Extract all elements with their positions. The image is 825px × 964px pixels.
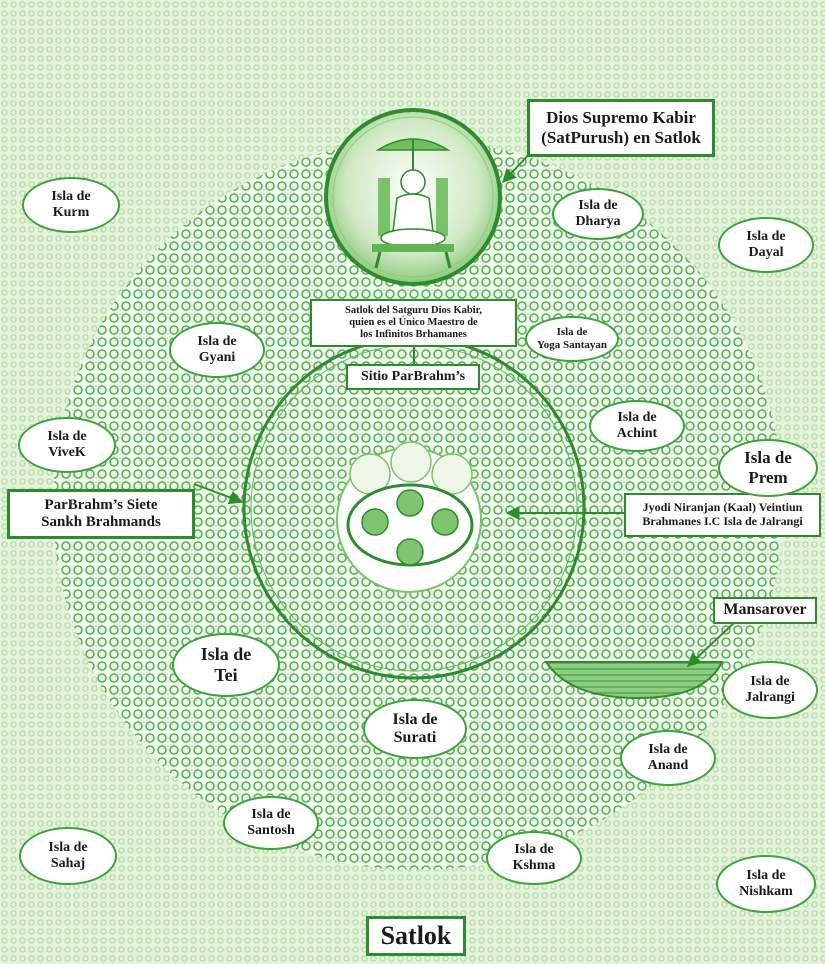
- satlok-description-label: Satlok del Satguru Dios Kabir, quien es …: [310, 299, 517, 347]
- island-kshma: Isla de Kshma: [486, 831, 582, 885]
- island-sahaj-line2: Sahaj: [50, 856, 86, 871]
- island-dharya-line2: Dharya: [575, 214, 621, 229]
- island-vivek-line1: Isla de: [47, 428, 87, 444]
- island-nishkam-line2: Nishkam: [739, 884, 793, 899]
- island-nishkam-line1: Isla de: [746, 867, 786, 883]
- island-kurm-line1: Isla de: [51, 188, 91, 204]
- brahmand-orb: [361, 508, 389, 536]
- arrow-brahmands-to-circle: [193, 483, 244, 505]
- jyodi-label-line2: Brahmanes I.C Isla de Jalrangi: [642, 514, 803, 528]
- island-santosh-line2: Santosh: [247, 823, 295, 838]
- island-dayal-line1: Isla de: [746, 228, 786, 244]
- island-anand-line2: Anand: [647, 758, 689, 773]
- arrow-mansarover-to-lake: [686, 621, 736, 667]
- island-kshma-line2: Kshma: [512, 858, 556, 873]
- island-achint-line2: Achint: [616, 426, 658, 441]
- brahmand-orb: [396, 538, 424, 566]
- island-prem-line2: Prem: [748, 468, 788, 487]
- parbrahm-brahmands-line2: Sankh Brahmands: [41, 514, 161, 530]
- island-dayal: Isla de Dayal: [718, 217, 814, 273]
- island-kurm: Isla de Kurm: [22, 177, 120, 233]
- island-yoga-santayan-line1: Isla de: [556, 326, 588, 339]
- island-santosh: Isla de Santosh: [223, 796, 319, 850]
- island-tei: Isla de Tei: [172, 633, 280, 697]
- island-kurm-line2: Kurm: [52, 205, 90, 220]
- brahmand-orb: [431, 508, 459, 536]
- island-achint-line1: Isla de: [617, 409, 657, 425]
- supreme-label-line2: (SatPurush) en Satlok: [541, 128, 701, 147]
- island-anand-line1: Isla de: [648, 741, 688, 757]
- island-surati-line2: Surati: [393, 729, 437, 746]
- mansarover-text: Mansarover: [723, 601, 807, 619]
- supreme-kabir-label: Dios Supremo Kabir (SatPurush) en Satlok: [527, 99, 715, 157]
- parbrahm-brahmands-line1: ParBrahm’s Siete: [44, 496, 158, 513]
- island-achint: Isla de Achint: [589, 400, 685, 452]
- island-gyani-line2: Gyani: [198, 350, 236, 365]
- satlok-description-line3: los Infinitos Brhamanes: [360, 329, 467, 341]
- island-vivek-line2: ViveK: [48, 445, 86, 460]
- island-dharya: Isla de Dharya: [552, 188, 644, 240]
- satlok-description-line2: quien es el Único Maestro de: [349, 316, 478, 328]
- island-jalrangi-line1: Isla de: [750, 673, 790, 689]
- island-vivek: Isla de ViveK: [18, 417, 116, 473]
- island-nishkam: Isla de Nishkam: [716, 855, 816, 913]
- jyodi-label-line1: Jyodi Niranjan (Kaal) Veintiun: [642, 500, 803, 515]
- kabir-portrait-ring: [332, 116, 494, 278]
- island-surati: Isla de Surati: [363, 699, 467, 759]
- mansarover-lake: [544, 661, 724, 700]
- satlok-description-line1: Satlok del Satguru Dios Kabir,: [344, 304, 483, 316]
- island-gyani-line1: Isla de: [197, 333, 237, 349]
- island-santosh-line1: Isla de: [251, 806, 291, 822]
- island-prem: Isla de Prem: [718, 439, 818, 497]
- mansarover-label: Mansarover: [713, 597, 817, 624]
- island-jalrangi: Isla de Jalrangi: [722, 661, 818, 719]
- island-dayal-line2: Dayal: [748, 245, 784, 260]
- island-sahaj-line1: Isla de: [48, 839, 88, 855]
- parbrahm-site-label: Sitio ParBrahm’s: [346, 364, 480, 390]
- island-anand: Isla de Anand: [620, 730, 716, 786]
- parbrahm-brahmands-label: ParBrahm’s Siete Sankh Brahmands: [7, 489, 195, 539]
- island-prem-line1: Isla de: [744, 448, 792, 468]
- parbrahm-site-text: Sitio ParBrahm’s: [360, 368, 466, 384]
- supreme-label-line1: Dios Supremo Kabir: [546, 108, 696, 128]
- island-gyani: Isla de Gyani: [169, 322, 265, 378]
- page-title-text: Satlok: [380, 921, 452, 951]
- kabir-figure-icon: [372, 138, 454, 269]
- island-sahaj: Isla de Sahaj: [19, 827, 117, 885]
- island-tei-line2: Tei: [214, 665, 238, 685]
- island-yoga-santayan: Isla de Yoga Santayan: [525, 316, 619, 362]
- island-jalrangi-line2: Jalrangi: [745, 690, 795, 705]
- brahmand-orb: [396, 489, 424, 517]
- inner-top-circle: [390, 441, 432, 483]
- island-kshma-line1: Isla de: [514, 841, 554, 857]
- island-tei-line1: Isla de: [200, 644, 252, 665]
- island-yoga-santayan-line2: Yoga Santayan: [537, 339, 607, 351]
- page-title: Satlok: [366, 916, 466, 956]
- island-surati-line1: Isla de: [392, 710, 438, 728]
- island-dharya-line1: Isla de: [578, 197, 618, 213]
- jyodi-niranjan-label: Jyodi Niranjan (Kaal) Veintiun Brahmanes…: [624, 493, 821, 537]
